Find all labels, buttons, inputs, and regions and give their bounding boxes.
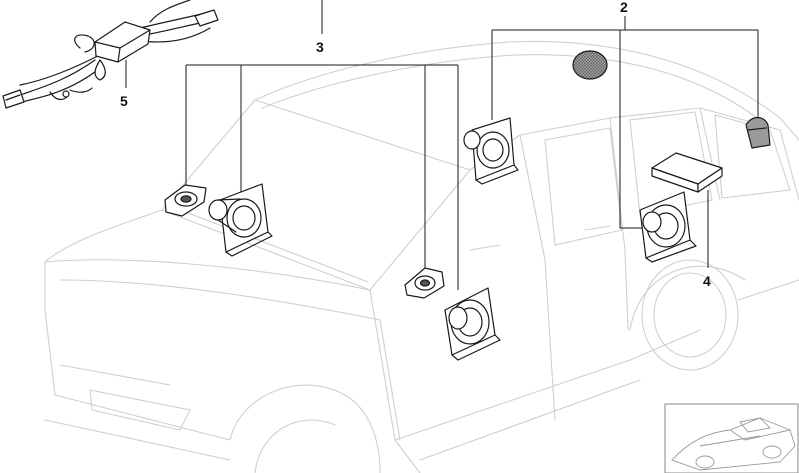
speaker-midrange-front-left[interactable] [208, 183, 273, 257]
callout-2: 2 [620, 0, 628, 15]
speaker-tweeter-front-left[interactable] [164, 184, 207, 217]
leader-lines [125, 0, 759, 290]
amplifier-module[interactable] [651, 152, 723, 193]
vehicle-thumbnail [664, 403, 799, 473]
speaker-woofer-rear[interactable] [639, 191, 697, 263]
speaker-tweeter-cover-rear[interactable] [745, 116, 771, 149]
speaker-woofer-front-door[interactable] [444, 287, 501, 361]
callout-4: 4 [703, 273, 711, 289]
speaker-midrange-rear-door[interactable] [463, 117, 519, 185]
speaker-tweeter-front-door[interactable] [404, 267, 445, 299]
callout-3: 3 [316, 39, 324, 55]
callout-5: 5 [120, 93, 128, 109]
wiring-harness[interactable] [2, 0, 219, 109]
car-body-outline [44, 40, 799, 473]
speaker-grille-round[interactable] [572, 50, 608, 80]
